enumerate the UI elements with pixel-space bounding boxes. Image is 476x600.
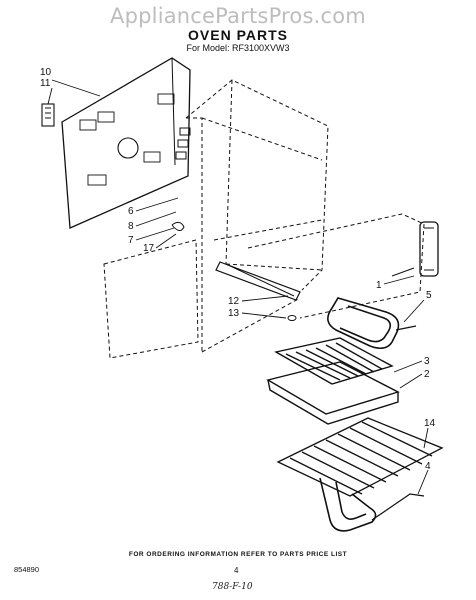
callout-17: 17 (143, 243, 155, 254)
page-title: OVEN PARTS (188, 27, 288, 43)
bake-element (327, 297, 417, 350)
callout-3: 3 (424, 356, 430, 367)
broil-element (319, 477, 425, 532)
ordering-note: FOR ORDERING INFORMATION REFER TO PARTS … (128, 551, 348, 558)
callout-6: 6 (128, 206, 134, 217)
callout-8: 8 (128, 221, 134, 232)
vent-trim (247, 213, 439, 319)
callout-12: 12 (228, 296, 240, 307)
broiler-pan (266, 361, 400, 425)
broiler-grid (274, 337, 394, 385)
side-panel (103, 239, 199, 359)
callout-11: 11 (40, 78, 51, 89)
callout-labels: 10 11 6 8 7 17 12 13 1 5 3 2 14 4 (40, 67, 436, 472)
callout-14: 14 (424, 418, 436, 429)
callout-7: 7 (128, 235, 134, 246)
oven-cabinet (185, 79, 329, 353)
oven-rack (276, 417, 444, 497)
watermark: AppliancePartsPros.com (110, 4, 366, 28)
callout-2: 2 (424, 369, 430, 380)
page-number: 4 (234, 566, 239, 575)
front-rail (215, 261, 301, 321)
callout-1: 1 (376, 280, 382, 291)
document-number: 854890 (14, 565, 40, 574)
leader-lines (47, 79, 429, 495)
callout-10: 10 (40, 67, 52, 78)
callout-4: 4 (425, 461, 431, 472)
rear-panel (41, 57, 191, 231)
handwritten-note: 788-F-10 (212, 582, 253, 592)
callout-13: 13 (228, 308, 240, 319)
callout-5: 5 (426, 290, 432, 301)
model-line: For Model: RF3100XVW3 (186, 43, 290, 53)
